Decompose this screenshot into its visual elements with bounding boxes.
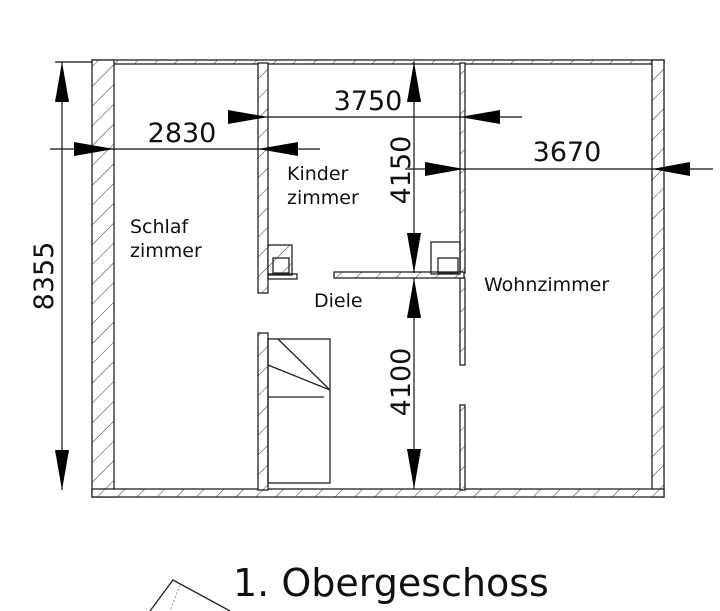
wall-kinder-wohn — [459, 62, 466, 274]
arrow-right-icon — [74, 142, 114, 156]
left-wall — [91, 59, 115, 498]
dimension-total-depth: 8355 — [29, 61, 92, 490]
stair-diagonal-2 — [267, 364, 331, 391]
arrow-right-icon — [425, 162, 464, 176]
room-label-diele: Diele — [314, 290, 363, 312]
dimension-schlaf-width: 2830 — [50, 118, 320, 156]
dimension-wohn-width: 3670 — [405, 137, 713, 176]
dim-diele-depth-label: 4100 — [386, 348, 417, 417]
dimension-diele-depth: 4100 — [386, 278, 421, 489]
wall-diele-wohn-lower — [459, 404, 466, 491]
shaft-right — [430, 241, 461, 275]
dim-total-depth-label: 8355 — [29, 242, 60, 311]
wall-schlaf-kinder-upper — [257, 62, 269, 294]
shaft-left-inner — [272, 257, 290, 274]
stair-outline — [267, 338, 331, 484]
top-wall — [91, 59, 665, 65]
dim-wohn-width-label: 3670 — [533, 137, 602, 168]
room-label-schlaf-1: Schlaf — [130, 216, 189, 238]
wall-diele-wohn-upper — [459, 277, 466, 366]
floor-title: 1. Obergeschoss — [233, 561, 549, 605]
arrow-left-icon — [258, 142, 298, 156]
room-label-kinder-1: Kinder — [287, 163, 349, 185]
arrow-up-icon — [407, 62, 421, 102]
dim-kinder-depth-label: 4150 — [386, 136, 417, 205]
north-arrow-icon — [149, 579, 231, 611]
arrow-down-icon — [407, 449, 421, 489]
dimension-kinder-depth: 4150 — [386, 62, 421, 273]
wall-kinder-diele — [333, 271, 465, 279]
arrow-up-icon — [55, 62, 69, 102]
dim-schlaf-width-label: 2830 — [148, 118, 217, 149]
arrow-left-icon — [460, 110, 500, 124]
arrow-right-icon — [228, 110, 268, 124]
dimension-kinder-width: 3750 — [228, 86, 522, 124]
arrow-left-icon — [652, 162, 690, 176]
stair-diagonal-1 — [277, 338, 331, 391]
shaft-left — [267, 244, 293, 276]
arrow-up-icon — [407, 278, 421, 318]
dim-kinder-width-label: 3750 — [334, 86, 403, 117]
room-label-wohn: Wohnzimmer — [484, 274, 609, 296]
staircase — [267, 338, 331, 484]
arrow-down-icon — [55, 450, 69, 490]
bottom-wall — [91, 488, 665, 498]
shaft-right-inner — [437, 257, 459, 274]
room-label-schlaf-2: zimmer — [130, 240, 202, 262]
arrow-down-icon — [407, 233, 421, 273]
wall-schlaf-diele-lower — [257, 332, 269, 491]
right-wall — [651, 59, 665, 498]
shaft-left-ledge — [267, 273, 298, 280]
room-label-kinder-2: zimmer — [287, 187, 359, 209]
